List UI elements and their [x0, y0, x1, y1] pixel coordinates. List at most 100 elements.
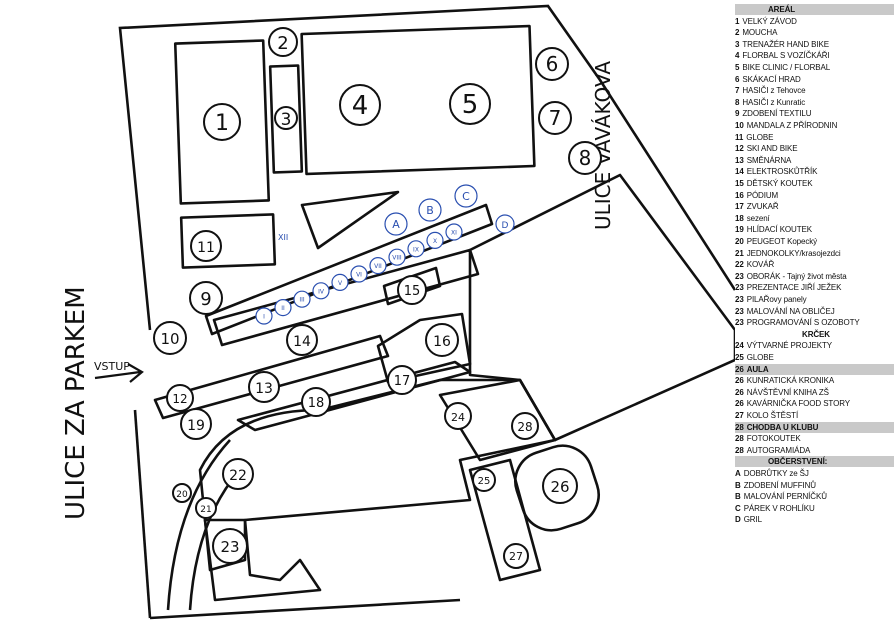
legend-number: C [735, 503, 741, 513]
stand-label: I [263, 314, 265, 321]
legend-number: 23 [735, 283, 744, 293]
label-21: 21 [200, 505, 211, 515]
legend-text: PÓDIUM [746, 190, 779, 200]
area-3 [268, 64, 304, 174]
legend-text: BIKE CLINIC / FLORBAL [742, 63, 831, 72]
label-19: 19 [187, 418, 205, 434]
label-24: 24 [451, 411, 465, 424]
strip-12 [153, 334, 390, 420]
legend-number: 14 [735, 167, 744, 177]
legend-number: 25 [735, 353, 744, 362]
label-27: 27 [509, 550, 523, 563]
label-23: 23 [220, 538, 239, 556]
area-26 [514, 444, 600, 532]
stand-circle [331, 273, 349, 291]
label-circle-21 [195, 497, 217, 519]
label-circle-13 [248, 371, 280, 403]
legend-number: 28 [735, 422, 744, 432]
legend-text: KUNRATICKÁ KRONIKA [746, 376, 835, 386]
stand-label: IV [318, 288, 325, 295]
label-1: 1 [215, 111, 229, 136]
legend-text: VELKÝ ZÁVOD [742, 16, 797, 26]
legend-number: 5 [735, 63, 740, 72]
label-6: 6 [546, 52, 559, 76]
legend-number: B [735, 480, 741, 490]
label-circle-15 [397, 275, 427, 305]
legend-text: HASIČI z Tehovce [742, 86, 806, 96]
legend-text: VÝTVARNÉ PROJEKTY [746, 341, 832, 351]
stand-label: V [338, 280, 343, 287]
legend-number: 23 [735, 306, 744, 316]
label-circle-8 [568, 141, 602, 175]
refresh-circle-a [384, 212, 408, 236]
legend-number: 22 [735, 260, 744, 270]
label-8: 8 [579, 146, 592, 170]
stand-label: IX [413, 246, 419, 253]
legend-number: 9 [735, 109, 740, 119]
legend-number: 26 [735, 399, 744, 409]
legend-text: DĚTSKÝ KOUTEK [746, 179, 813, 188]
label-20: 20 [176, 490, 188, 500]
legend-number: 27 [735, 411, 744, 420]
legend-text: OBORÁK - Tajný život města [746, 271, 847, 281]
stand-circle [312, 282, 330, 300]
legend-number: 3 [735, 39, 740, 49]
legend-text: MOUCHA [742, 28, 778, 38]
label-28: 28 [517, 420, 532, 434]
area-11 [179, 213, 277, 269]
label-circle-10 [153, 321, 187, 355]
label-11: 11 [197, 240, 215, 256]
legend-text: PROGRAMOVÁNÍ S OZOBOTY [746, 318, 860, 328]
label-3: 3 [281, 110, 292, 130]
legend-number: 17 [735, 202, 744, 212]
legend-text: PREZENTACE JIŘÍ JEŽEK [746, 283, 842, 293]
label-circle-5 [449, 83, 491, 125]
label-circle-11 [190, 230, 222, 262]
legend-text: ELEKTROSKŮTŘÍK [746, 167, 818, 177]
legend-number: 10 [735, 121, 744, 130]
building-main [468, 173, 737, 442]
legend-number: 20 [735, 237, 744, 246]
label-circle-28 [511, 412, 539, 440]
label-26: 26 [550, 478, 569, 496]
label-13: 13 [255, 381, 273, 397]
label-circle-7 [538, 101, 572, 135]
legend-text: MALOVÁNÍ PERNÍČKŮ [743, 492, 827, 502]
legend-text: DOBRŮTKY ze ŠJ [743, 469, 809, 478]
label-circle-1 [203, 103, 241, 141]
label-25: 25 [478, 476, 491, 487]
label-circle-9 [189, 281, 223, 315]
legend-number: A [735, 469, 741, 478]
legend-text: GLOBE [746, 132, 774, 142]
legend-text: KOLO ŠTĚSTÍ [746, 411, 799, 420]
stand-circle [293, 290, 311, 308]
label-9: 9 [200, 289, 211, 310]
label-10: 10 [160, 330, 179, 348]
legend-text: KAVÁRNIČKA FOOD STORY [746, 399, 850, 409]
refresh-c: C [462, 190, 470, 203]
label-circle-18 [301, 387, 331, 417]
legend-text: HASIČI z Kunratic [742, 97, 806, 107]
stand-label: II [281, 305, 285, 312]
legend-text: ZDOBENÍ TEXTILU [742, 109, 812, 119]
area-22-23-block [198, 378, 557, 572]
label-4: 4 [352, 91, 369, 121]
area-4-5 [300, 24, 536, 176]
